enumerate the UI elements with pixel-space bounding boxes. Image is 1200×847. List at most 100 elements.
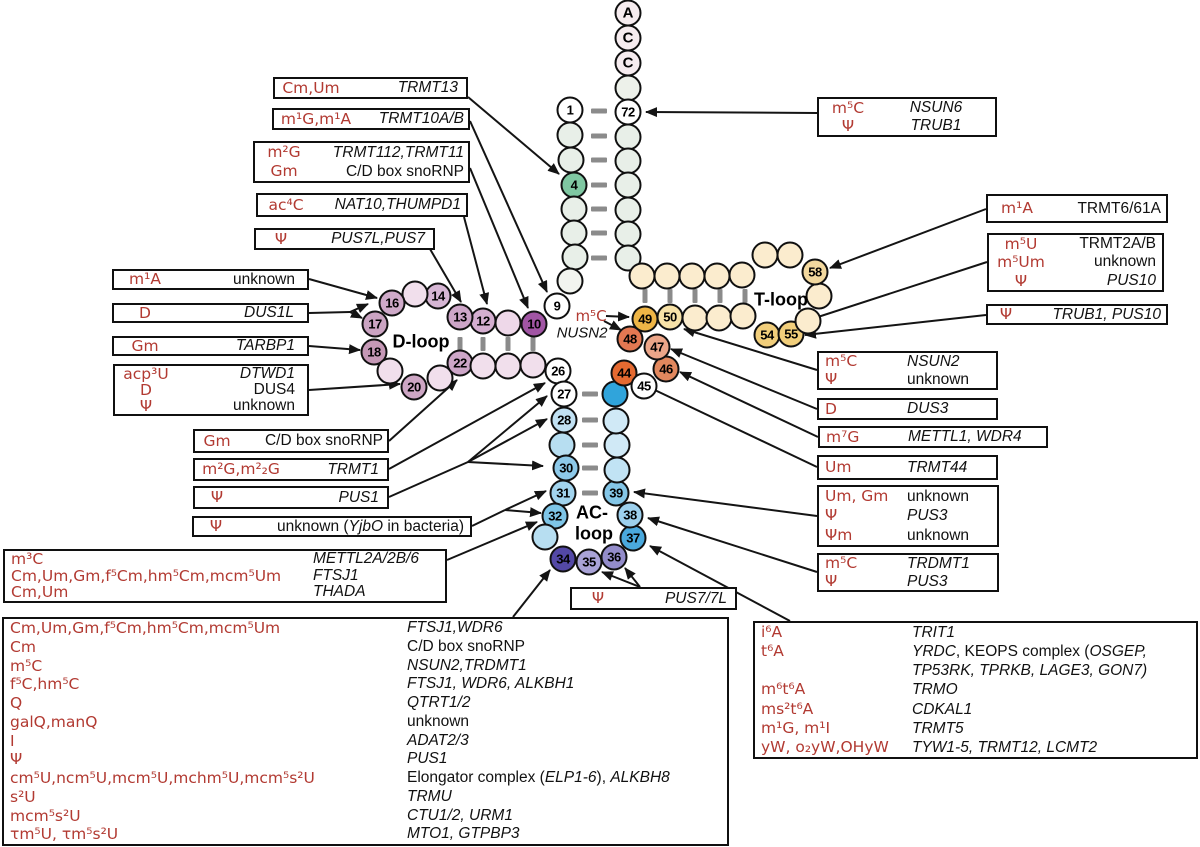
enzyme-name: PUS7L,PUS7 bbox=[331, 230, 425, 247]
enzyme-label: DUS4 bbox=[177, 382, 307, 398]
modification-label: m¹A bbox=[1001, 199, 1033, 217]
modification-label: Ψ bbox=[10, 750, 23, 769]
arrow bbox=[679, 371, 819, 438]
modification-label: m²G,m²₂G bbox=[202, 460, 280, 478]
nucleotide bbox=[557, 146, 585, 174]
enzyme-label: PUS7/7L bbox=[624, 589, 735, 608]
nucleotide-28: 28 bbox=[550, 406, 578, 434]
enzyme-label: THADA bbox=[313, 583, 445, 601]
enzyme-name: TRDMT1 bbox=[907, 555, 970, 572]
enzyme-name: TRMU bbox=[407, 787, 452, 805]
arrow bbox=[605, 311, 630, 322]
nucleotide bbox=[614, 244, 642, 272]
arrow bbox=[469, 167, 529, 309]
enzyme-label: TYW1-5, TRMT12, LCMT2 bbox=[912, 738, 1196, 757]
base-pair-tick bbox=[530, 337, 536, 351]
enzyme-name: TARBP1 bbox=[235, 337, 295, 354]
nucleotide bbox=[614, 171, 642, 199]
enzyme-name: TYW1-5, TRMT12, LCMT2 bbox=[912, 738, 1098, 756]
enzyme-label: TRMT2A/B bbox=[1053, 235, 1162, 253]
modification-label: ms²t⁶A bbox=[761, 699, 814, 718]
enzyme-label: TRMT1 bbox=[287, 460, 387, 479]
modification-label: Ψm bbox=[825, 525, 853, 544]
enzyme-label: unknown (YjbO in bacteria) bbox=[238, 518, 470, 535]
nucleotide-47: 47 bbox=[643, 333, 671, 361]
enzyme-name: TRMT112,TRMT11 bbox=[332, 144, 464, 161]
enzyme-name: NSUN2 bbox=[907, 353, 960, 370]
nucleotide-C: C bbox=[614, 24, 642, 52]
modification-label: m¹A bbox=[129, 270, 161, 288]
enzyme-label: TRUB1, PUS10 bbox=[1024, 306, 1166, 323]
nucleotide bbox=[494, 352, 522, 380]
nucleotide bbox=[614, 196, 642, 224]
nucleotide bbox=[729, 302, 757, 330]
nucleotide bbox=[794, 307, 822, 335]
nucleotide bbox=[376, 357, 404, 385]
nucleotide bbox=[560, 195, 588, 223]
base-pair-tick bbox=[582, 490, 598, 496]
enzyme-label: PUS7L,PUS7 bbox=[306, 230, 433, 248]
enzyme-name: TRMT2A/B bbox=[1079, 235, 1156, 252]
enzyme-label: C/D box snoRNP bbox=[407, 638, 727, 657]
modification-entry: TP53RK, TPRKB, LAGE3, GON7) bbox=[755, 661, 1196, 680]
enzyme-label: unknown bbox=[177, 398, 307, 414]
loop-label: D-loop bbox=[392, 331, 450, 352]
modification-label: i⁶A bbox=[761, 623, 783, 641]
base-pair-tick bbox=[505, 337, 511, 351]
nucleotide-39: 39 bbox=[602, 479, 630, 507]
modification-label: m⁵C bbox=[10, 656, 43, 675]
modification-label: I bbox=[10, 731, 15, 750]
enzyme-label: DUS3 bbox=[907, 400, 996, 418]
nucleotide bbox=[469, 352, 497, 380]
arrow bbox=[647, 516, 818, 573]
modification-label: m³C bbox=[11, 550, 44, 569]
enzyme-name: TRMT13 bbox=[397, 79, 458, 96]
enzyme-name: DUS4 bbox=[253, 381, 295, 398]
free-enzyme-label: NUSN2 bbox=[556, 324, 608, 342]
nucleotide-C: C bbox=[614, 49, 642, 77]
arrow bbox=[683, 327, 818, 371]
arrow bbox=[670, 348, 818, 410]
arrow bbox=[829, 208, 987, 269]
enzyme-name: unknown bbox=[907, 488, 970, 505]
modification-label: m⁵C bbox=[831, 99, 865, 117]
modification-label: Um bbox=[825, 458, 852, 476]
nucleotide-13: 13 bbox=[446, 303, 474, 331]
nucleotide-A: A bbox=[614, 0, 642, 27]
nucleotide bbox=[728, 261, 756, 289]
nucleotide bbox=[703, 262, 731, 290]
arrow bbox=[467, 96, 560, 175]
base-pair-tick bbox=[742, 289, 748, 303]
modification-label: m⁵U bbox=[1004, 235, 1038, 253]
nucleotide bbox=[603, 456, 631, 484]
enzyme-name: unknown bbox=[1093, 253, 1156, 271]
nucleotide bbox=[556, 121, 584, 149]
enzyme-name: PUS7/7L bbox=[664, 590, 727, 607]
enzyme-label: QTRT1/2 bbox=[407, 694, 727, 713]
arrow bbox=[308, 344, 361, 355]
nucleotide-34: 34 bbox=[549, 545, 577, 573]
enzyme-name: TP53RK, TPRKB, LAGE3, GON7) bbox=[912, 662, 1148, 680]
modification-label: m⁵C bbox=[825, 352, 858, 370]
modification-label: f⁵C,hm⁵C bbox=[10, 675, 80, 694]
enzyme-label: TRMT5 bbox=[912, 719, 1196, 738]
